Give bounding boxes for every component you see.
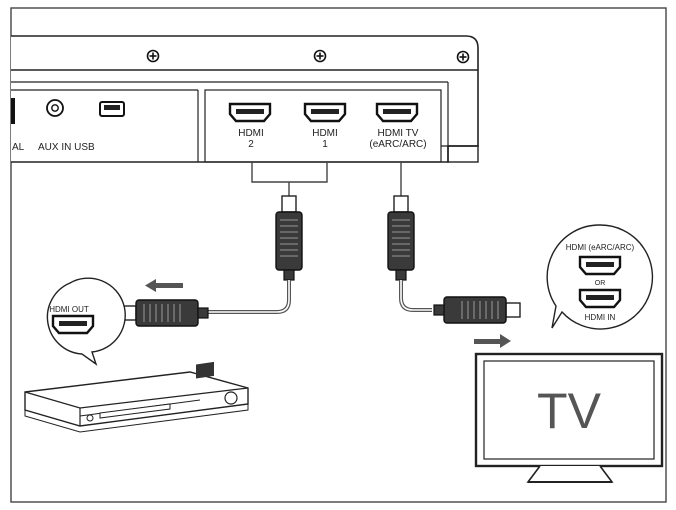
arrow-right-icon [474, 334, 511, 348]
hdmi-cable-player [121, 195, 303, 327]
hdmi-port-icon [578, 255, 622, 276]
tv-device: TV [474, 352, 664, 483]
hdmi1-label: HDMI [312, 128, 338, 139]
optical-label: AL [12, 142, 25, 153]
usb-port-icon [99, 101, 125, 117]
hdmi-earc-label: HDMI (eARC/ARC) [566, 243, 635, 252]
hdmi-tv-label: HDMI TV [378, 128, 419, 139]
hdmi-port-icon [228, 102, 272, 123]
hdmi-in-label: HDMI IN [585, 313, 616, 322]
tv-screen-text: TV [537, 383, 602, 439]
hdmi-plug-icon [275, 195, 303, 281]
hdmi2-number: 2 [248, 139, 254, 150]
player-port-bubble: HDMI OUT [46, 277, 126, 366]
hdmi-port-icon [375, 102, 419, 123]
hdmi-plug-icon [121, 299, 209, 327]
hdmi-port-icon [578, 288, 622, 309]
hdmi-cable-tv [387, 195, 521, 324]
tv-port-bubble: HDMI (eARC/ARC) OR HDMI IN [546, 224, 654, 330]
diagram-border [10, 7, 667, 503]
aux-usb-label: AUX IN USB [38, 142, 95, 153]
screw-icon [313, 49, 327, 63]
hdmi-port-icon [303, 102, 347, 123]
hdmi-tv-earc-label: (eARC/ARC) [369, 139, 426, 150]
hdmi2-label: HDMI [238, 128, 264, 139]
hdmi-input-bracket [251, 162, 328, 183]
hdmi-port-panel [204, 89, 442, 163]
soundbar: AL AUX IN USB HDMI 2 HDMI 1 HDMI TV (eAR… [11, 35, 479, 163]
media-player-device [24, 361, 249, 433]
hdmi-out-label: HDMI OUT [49, 305, 89, 314]
aux-jack-icon [46, 99, 64, 117]
hdmi-plug-icon [433, 296, 521, 324]
optical-port-icon [11, 98, 15, 124]
hdmi-port-icon [51, 314, 95, 335]
arrow-left-icon [145, 279, 183, 292]
hdmi-plug-icon [387, 195, 415, 281]
or-label: OR [595, 280, 606, 287]
screw-icon [146, 49, 160, 63]
screw-icon [456, 50, 470, 64]
hdmi1-number: 1 [322, 139, 328, 150]
